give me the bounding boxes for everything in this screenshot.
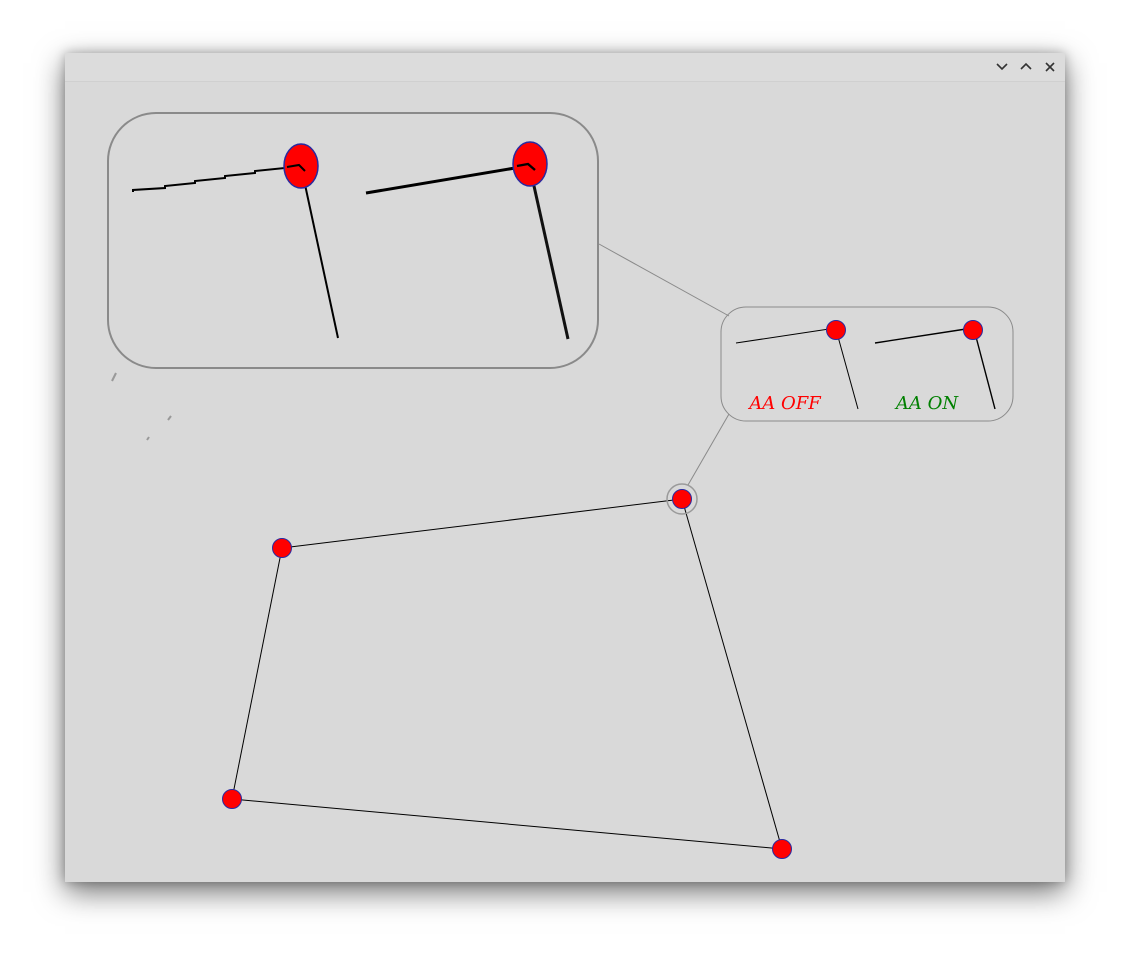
zoom-callout-large xyxy=(107,112,599,369)
title-bar[interactable] xyxy=(65,53,1065,82)
aa-off-node xyxy=(826,320,846,340)
artifact-specks xyxy=(111,372,172,441)
app-window: AA OFF AA ON xyxy=(65,53,1065,882)
aa-on-label: AA ON xyxy=(894,393,959,414)
minimize-button[interactable] xyxy=(991,56,1013,78)
aa-on-node xyxy=(963,320,983,340)
zoom-node-aa-on xyxy=(512,141,548,187)
close-icon xyxy=(1045,62,1055,72)
polygon-node-bottom-left[interactable] xyxy=(222,789,242,809)
polygon-node-bottom-right[interactable] xyxy=(772,839,792,859)
close-button[interactable] xyxy=(1039,56,1061,78)
maximize-button[interactable] xyxy=(1015,56,1037,78)
callout-connector-small xyxy=(687,413,730,486)
polygon-edges xyxy=(231,498,783,850)
selection-halo xyxy=(666,483,698,515)
drawing-canvas[interactable]: AA OFF AA ON xyxy=(65,82,1065,882)
polygon-node-top-left[interactable] xyxy=(272,538,292,558)
aa-off-label: AA OFF xyxy=(747,393,822,414)
callout-connector-large xyxy=(598,243,730,317)
aa-comparison-callout: AA OFF AA ON xyxy=(720,306,1014,422)
chevron-down-icon xyxy=(996,63,1008,71)
zoom-aa-off-sample xyxy=(132,143,339,339)
polygon-node-top-right[interactable] xyxy=(672,489,692,509)
zoom-aa-on-sample xyxy=(365,141,570,340)
chevron-up-icon xyxy=(1020,62,1032,70)
